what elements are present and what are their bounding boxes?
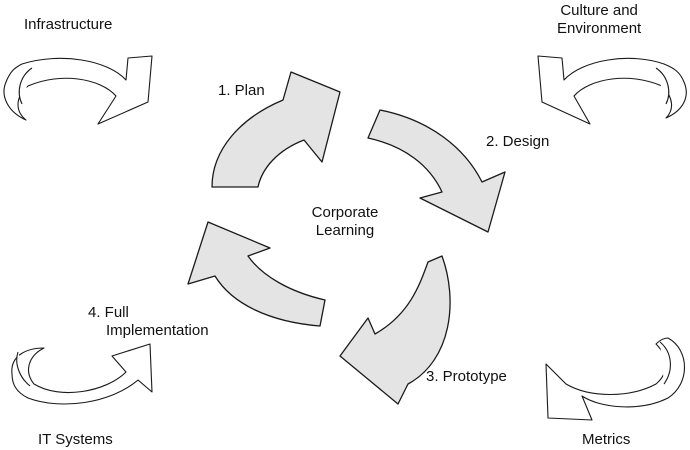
center-label: Corporate Learning bbox=[311, 204, 379, 239]
label-step-design: 2. Design bbox=[486, 133, 550, 150]
label-metrics: Metrics bbox=[582, 431, 631, 448]
cycle-arrow-implementation bbox=[187, 221, 326, 327]
label-step-implementation: 4. Full Implementation bbox=[88, 304, 209, 339]
corner-arrow-top-left-inner bbox=[18, 67, 33, 105]
corner-arrow-bottom-left bbox=[11, 343, 153, 405]
corner-arrows bbox=[3, 55, 687, 421]
cycle-arrow-prototype bbox=[339, 255, 451, 405]
corner-arrow-top-right-inner bbox=[655, 67, 670, 105]
label-culture-environment: Culture and Environment bbox=[557, 2, 642, 37]
cycle-arrow-design bbox=[367, 109, 506, 233]
corner-arrow-top-left bbox=[3, 55, 153, 125]
cycle-arrows bbox=[187, 71, 506, 405]
corner-arrow-bottom-left-inner bbox=[16, 351, 31, 387]
corner-arrow-bottom-right bbox=[545, 337, 686, 421]
label-step-prototype: 3. Prototype bbox=[426, 368, 507, 385]
label-it-systems: IT Systems bbox=[38, 431, 113, 448]
label-infrastructure: Infrastructure bbox=[24, 16, 113, 33]
corner-arrow-bottom-right-inner bbox=[659, 341, 671, 385]
cycle-arrow-plan bbox=[211, 71, 341, 188]
label-step-plan: 1. Plan bbox=[218, 82, 265, 99]
